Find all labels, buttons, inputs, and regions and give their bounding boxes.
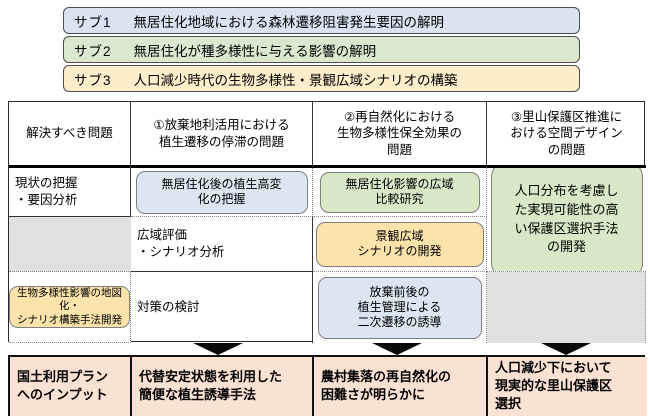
column-header-1-label: ①放棄地利活用における 植生遷移の停滞の問題 [153,118,290,149]
banner-sub3-title: 人口減少時代の生物多様性・景観広域シナリオの構築 [133,72,458,88]
task-box-label: 放棄前後の 植生管理による 二次遷移の誘導 [357,285,442,329]
outcome-vegetation-guidance: 代替安定状態を利用した 簡便な植生誘導手法 [132,357,314,416]
banner-sub1-label: サブ1 [74,14,112,30]
task-box-label: 生物多様性影響の地図化・ シナリオ構築手法開発 [17,287,122,326]
row-header-3: 対策の検討 [131,272,313,343]
corner-header-label: 解決すべき問題 [26,126,113,141]
task-box-label: 無居住化後の植生高変 化の把握 [161,177,282,206]
cell-r2c1: 景観広域 シナリオの開発 [313,217,487,272]
task-box-reserve-selection: 人口分布を考慮し た実現可能性の高 い保護区選択手法 の開発 [490,168,643,271]
cell-r3c2-empty [487,272,646,343]
down-arrow-icon [541,343,591,355]
banner-sub2: サブ2 無居住化が種多様性に与える影響の解明 [63,36,580,63]
outcome-label: 国土利用プラン へのインプット [17,369,109,403]
cell-r1c3-empty [9,217,131,272]
banner-sub2-label: サブ2 [74,43,112,59]
task-box-landscape-scenario: 景観広域 シナリオの開発 [315,221,484,267]
column-header-1: ①放棄地利活用における 植生遷移の停滞の問題 [131,102,313,168]
task-box-label: 景観広域 シナリオの開発 [357,229,442,258]
outcome-input-to-plan: 国土利用プラン へのインプット [10,357,132,416]
cell-r2r3c3: 人口分布を考慮し た実現可能性の高 い保護区選択手法 の開発 [487,168,646,272]
banner-sub1-title: 無居住化地域における森林遷移阻害発生要因の解明 [133,14,445,30]
cell-r1c2: 無居住化影響の広域 比較研究 [313,168,487,217]
column-header-3: ③里山保護区推進に おける空間デザイン の問題 [487,102,646,168]
outcome-label: 人口減少下において 現実的な里山保護区 選択 [495,360,613,412]
outcome-label: 代替安定状態を利用した 簡便な植生誘導手法 [139,369,283,403]
down-arrow-icon [372,343,422,355]
banner-sub1: サブ1 無居住化地域における森林遷移阻害発生要因の解明 [63,7,580,34]
banner-sub3: サブ3 人口減少時代の生物多様性・景観広域シナリオの構築 [63,65,580,92]
cell-r2c2: 生物多様性影響の地図化・ シナリオ構築手法開発 [9,272,131,343]
row-header-1-label: 現状の把握 ・要因分析 [15,175,78,208]
row-header-3-label: 対策の検討 [137,299,200,314]
down-arrow-icon [193,343,243,355]
banner-sub3-label: サブ3 [74,72,112,88]
task-box-secondary-succession: 放棄前後の 植生管理による 二次遷移の誘導 [317,276,482,339]
outcome-rewilding-difficulty: 農村集落の再自然化の 困難さが明らかに [314,357,488,416]
cell-r3c1: 放棄前後の 植生管理による 二次遷移の誘導 [313,272,487,343]
task-box-biodiversity-mapping: 生物多様性影響の地図化・ シナリオ構築手法開発 [9,286,130,328]
row-header-2: 広域評価 ・シナリオ分析 [131,217,313,272]
banner-sub2-title: 無居住化が種多様性に与える影響の解明 [133,43,377,59]
outcome-reserve-choice: 人口減少下において 現実的な里山保護区 選択 [488,357,647,416]
column-header-2: ②再自然化における 生物多様性保全効果の 問題 [313,102,487,168]
row-header-2-label: 広域評価 ・シナリオ分析 [137,227,225,260]
task-box-broad-comparison: 無居住化影響の広域 比較研究 [319,171,480,213]
outcome-label: 農村集落の再自然化の 困難さが明らかに [321,369,452,403]
row-header-1: 現状の把握 ・要因分析 [9,168,131,217]
task-box-label: 人口分布を考慮し た実現可能性の高 い保護区選択手法 の開発 [514,182,619,255]
outcomes-row: 国土利用プラン へのインプット 代替安定状態を利用した 簡便な植生誘導手法 農村… [8,355,647,416]
column-header-3-label: ③里山保護区推進に おける空間デザイン の問題 [510,110,623,157]
task-box-vegetation-height: 無居住化後の植生高変 化の把握 [135,170,308,214]
problem-matrix-table: 解決すべき問題 ①放棄地利活用における 植生遷移の停滞の問題 ②再自然化における… [8,101,646,343]
cell-r1c1: 無居住化後の植生高変 化の把握 [131,168,313,217]
corner-header: 解決すべき問題 [9,102,131,168]
task-box-label: 無居住化影響の広域 比較研究 [345,177,454,206]
column-header-2-label: ②再自然化における 生物多様性保全効果の 問題 [336,110,462,157]
